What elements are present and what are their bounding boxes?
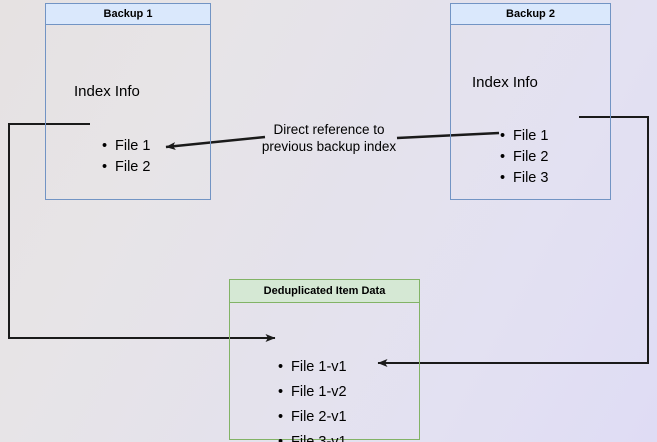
node-backup-1[interactable]: Backup 1 Index Info File 1 File 2 bbox=[45, 3, 211, 200]
list-item: File 2-v1 bbox=[278, 405, 347, 430]
node-backup-2-title: Backup 2 bbox=[506, 7, 555, 20]
backup-2-file-list: File 1 File 2 File 3 bbox=[499, 126, 549, 189]
node-dedup-title: Deduplicated Item Data bbox=[263, 284, 386, 297]
node-backup-2[interactable]: Backup 2 Index Info File 1 File 2 File 3 bbox=[450, 3, 611, 200]
list-item: File 2 bbox=[102, 157, 151, 178]
list-item: File 3-v1 bbox=[278, 430, 347, 442]
backup-2-index-info-label: Index Info bbox=[472, 74, 538, 91]
list-item: File 1-v1 bbox=[278, 355, 347, 380]
list-item: File 2 bbox=[500, 147, 549, 168]
node-backup-1-header: Backup 1 bbox=[45, 3, 211, 25]
edge-label-line-2: previous backup index bbox=[261, 139, 397, 154]
list-item: File 1 bbox=[500, 126, 549, 147]
node-backup-2-header: Backup 2 bbox=[450, 3, 611, 25]
node-backup-1-body: Index Info File 1 File 2 bbox=[45, 25, 211, 200]
node-backup-2-body: Index Info File 1 File 2 File 3 bbox=[450, 25, 611, 200]
edge-label-line-1: Direct reference to bbox=[273, 122, 385, 137]
backup-1-file-list: File 1 File 2 bbox=[101, 136, 151, 178]
node-dedup-header: Deduplicated Item Data bbox=[229, 279, 420, 303]
dedup-file-list: File 1-v1 File 1-v2 File 2-v1 File 3-v1 bbox=[277, 355, 347, 442]
list-item: File 1-v2 bbox=[278, 380, 347, 405]
backup-1-index-info-label: Index Info bbox=[74, 83, 140, 100]
edge-label-direct-reference: Direct reference to previous backup inde… bbox=[253, 121, 405, 155]
node-deduplicated-item-data[interactable]: Deduplicated Item Data File 1-v1 File 1-… bbox=[229, 279, 420, 442]
list-item: File 1 bbox=[102, 136, 151, 157]
list-item: File 3 bbox=[500, 168, 549, 189]
node-backup-1-title: Backup 1 bbox=[103, 7, 153, 20]
node-dedup-body: File 1-v1 File 1-v2 File 2-v1 File 3-v1 bbox=[229, 303, 420, 442]
